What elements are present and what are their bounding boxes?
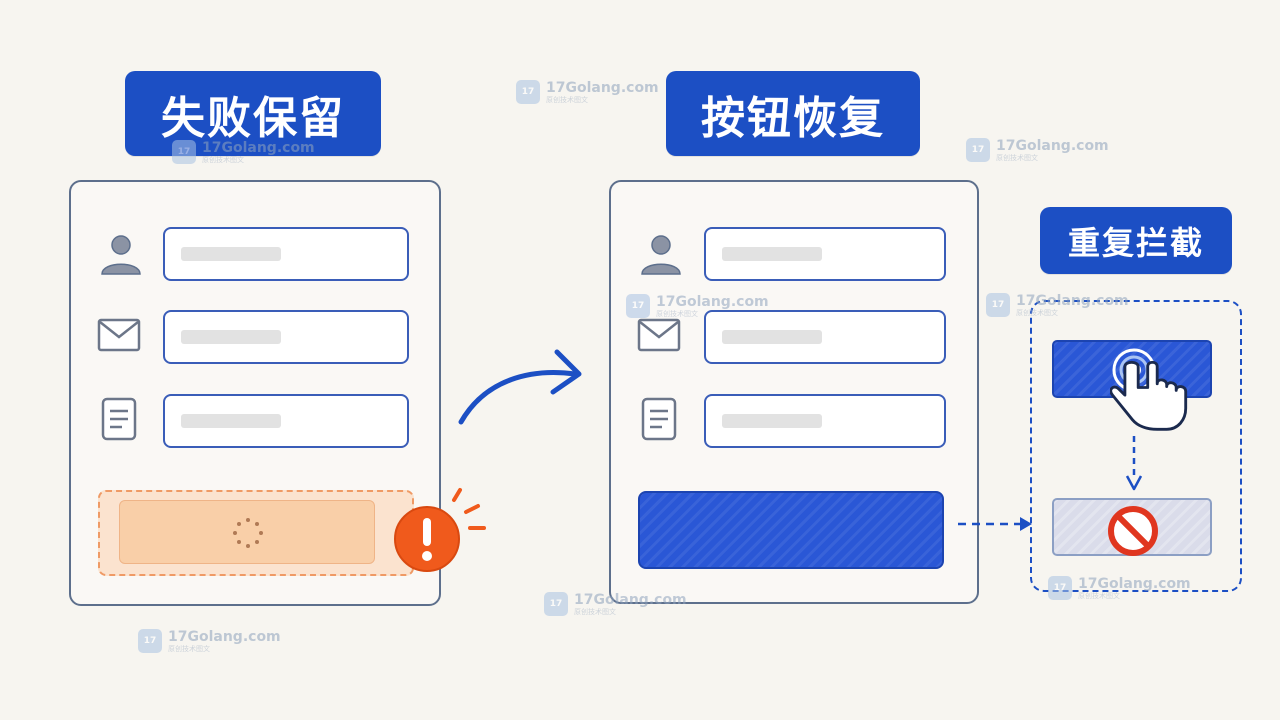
watermark-logo-icon: 17: [138, 629, 162, 653]
watermark-logo-icon: 17: [516, 80, 540, 104]
user-icon: [101, 235, 141, 275]
blocked-submit-button: [1052, 498, 1212, 556]
watermark-brand: 17Golang.com: [168, 628, 281, 645]
mail-icon: [637, 318, 681, 352]
title-duplicate-block: 重复拦截: [1040, 207, 1232, 274]
restored-submit-button[interactable]: [638, 491, 944, 569]
down-dashed-arrow: [1125, 436, 1143, 491]
restore-form-card: [609, 180, 979, 604]
tap-hand-icon: [1110, 348, 1188, 431]
email-field[interactable]: [163, 310, 409, 364]
message-field[interactable]: [704, 394, 946, 448]
failure-form-card: [69, 180, 441, 606]
message-field[interactable]: [163, 394, 409, 448]
duplicate-block-panel: [1030, 300, 1242, 592]
name-field[interactable]: [704, 227, 946, 281]
flow-arrow: [458, 349, 582, 425]
title-duplicate-block-text: 重复拦截: [1067, 223, 1204, 262]
watermark-tagline: 原创技术图文: [546, 95, 588, 104]
document-icon: [641, 397, 677, 441]
title-failure-retain: 失败保留: [125, 71, 381, 156]
watermark-brand: 17Golang.com: [546, 79, 659, 96]
watermark-tagline: 原创技术图文: [168, 644, 210, 653]
email-field[interactable]: [704, 310, 946, 364]
watermark-tagline: 原创技术图文: [1078, 591, 1120, 600]
document-icon: [101, 397, 137, 441]
watermark-tagline: 原创技术图文: [202, 155, 244, 164]
watermark-logo-icon: 17: [544, 592, 568, 616]
watermark-logo-icon: 17: [966, 138, 990, 162]
failed-submit-button[interactable]: [119, 500, 375, 564]
title-button-restore: 按钮恢复: [666, 71, 920, 156]
title-button-restore-text: 按钮恢复: [701, 92, 885, 144]
watermark-tagline: 原创技术图文: [574, 607, 616, 616]
watermark-logo-icon: 17: [986, 293, 1010, 317]
user-icon: [641, 235, 681, 275]
warning-icon: [394, 488, 486, 572]
title-failure-retain-text: 失败保留: [161, 92, 345, 144]
watermark-brand: 17Golang.com: [996, 137, 1109, 154]
mail-icon: [97, 318, 141, 352]
spinner-icon: [233, 518, 263, 548]
dashed-connector: [958, 517, 1032, 531]
name-field[interactable]: [163, 227, 409, 281]
watermark-tagline: 原创技术图文: [996, 153, 1038, 162]
forbidden-icon: [1108, 506, 1158, 556]
